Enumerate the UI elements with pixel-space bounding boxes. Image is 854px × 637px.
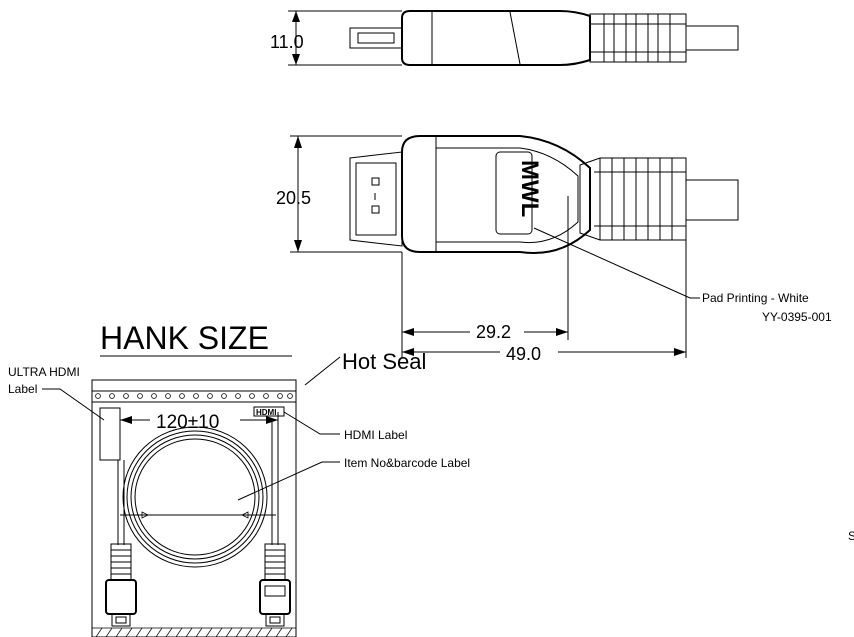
label-ultra-hdmi-2: Label — [8, 382, 37, 396]
dim-overall-length: 49.0 — [506, 344, 541, 364]
edge-fragment: S — [848, 529, 854, 543]
hank-left-connector — [105, 543, 137, 627]
label-hot-seal: Hot Seal — [342, 349, 426, 374]
connector-side-view: 11.0 — [270, 10, 739, 66]
hank-size-section: HANK SIZE Hot Seal ULTRA HDMI Label — [8, 320, 470, 637]
dim-width: 20.5 — [276, 188, 311, 208]
dim-thickness: 11.0 — [270, 32, 304, 52]
hdmi-mini-logo: HDMI — [256, 408, 276, 417]
label-part-code: YY-0395-001 — [762, 310, 832, 324]
dim-hank-diameter: 120±10 — [156, 412, 219, 433]
logo-mwl: MWL — [516, 160, 543, 217]
label-item-barcode: Item No&barcode Label — [344, 456, 470, 470]
label-pad-printing: Pad Printing - White — [702, 291, 809, 305]
bottom-seal-band — [92, 627, 296, 637]
connector-top-view: MWL 20.5 29.2 — [276, 135, 832, 364]
hot-seal-band — [95, 393, 293, 399]
dim-head-length: 29.2 — [476, 322, 511, 342]
side-strain-relief — [589, 13, 687, 63]
label-hdmi: HDMI Label — [344, 428, 407, 442]
hank-size-title: HANK SIZE — [100, 320, 269, 356]
hank-right-connector — [259, 543, 291, 627]
cable-coil — [122, 426, 268, 568]
top-strain-relief — [579, 157, 687, 241]
label-ultra-hdmi: ULTRA HDMI — [8, 365, 80, 379]
